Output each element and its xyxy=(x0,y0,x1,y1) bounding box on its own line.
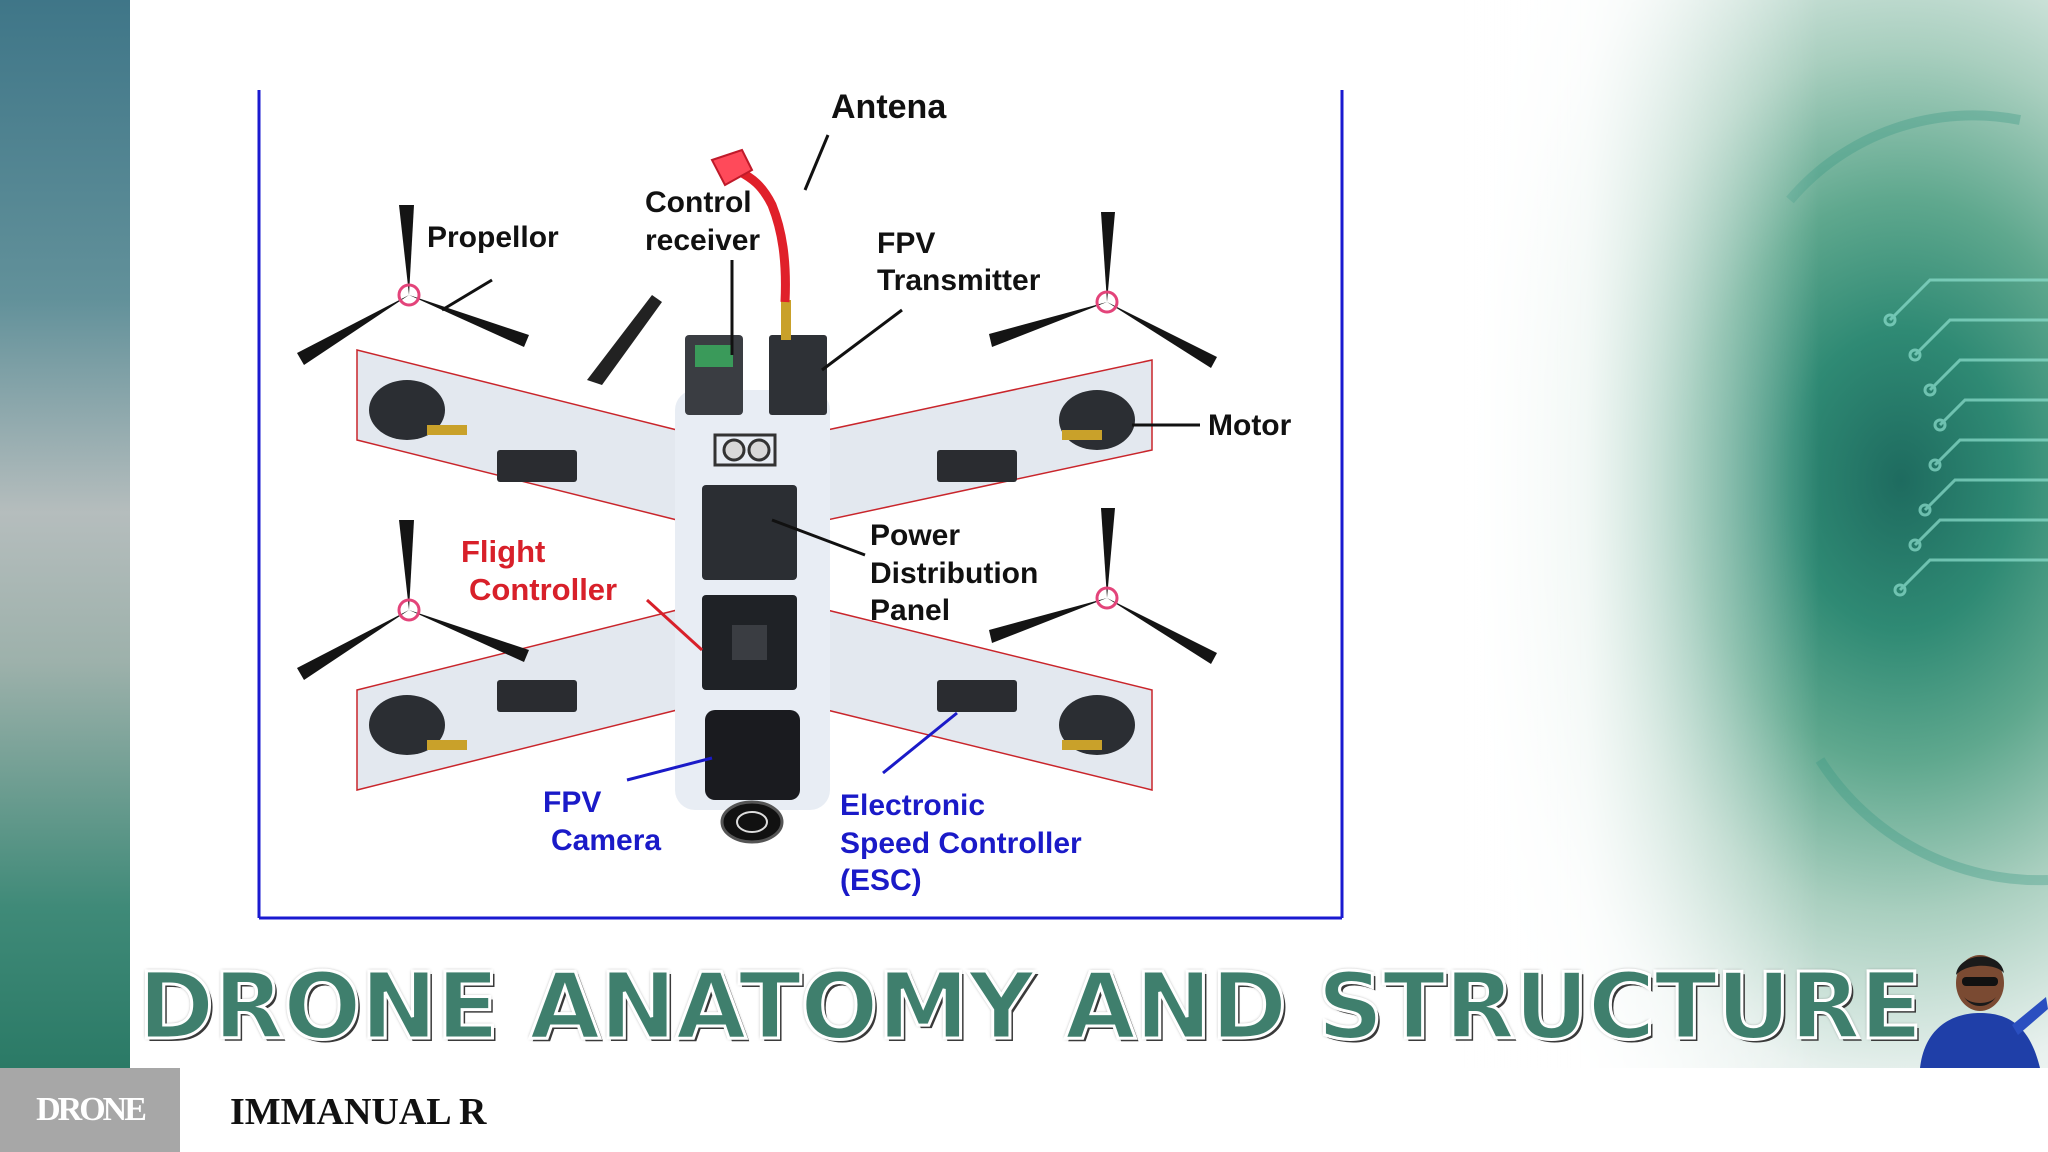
presenter-photo xyxy=(1920,955,2048,1068)
label-esc-2: Speed Controller xyxy=(840,827,1082,860)
author-name: IMMANUAL R xyxy=(230,1091,487,1133)
label-fpv-transmitter-2: Transmitter xyxy=(877,264,1041,297)
power-distribution-panel-icon xyxy=(702,433,797,580)
label-fpv-transmitter-1: FPV xyxy=(877,227,935,260)
label-pdp-3: Panel xyxy=(870,594,950,627)
right-background-fade xyxy=(1460,0,1820,1068)
slide-title: DRONE ANATOMY AND STRUCTURE xyxy=(137,952,1925,1062)
fpv-transmitter-icon xyxy=(769,300,827,415)
label-control-receiver-1: Control xyxy=(645,186,752,219)
diagram-labels: Antena Control receiver Propellor FPV Tr… xyxy=(427,90,1292,897)
motor-icons xyxy=(369,380,1135,755)
label-antenna: Antena xyxy=(831,90,947,126)
control-receiver-icon xyxy=(587,295,743,415)
label-pdp-2: Distribution xyxy=(870,557,1038,590)
label-flight-controller-1: Flight xyxy=(461,534,545,569)
label-pdp-1: Power xyxy=(870,519,960,552)
propeller-icons xyxy=(297,205,1217,680)
diagram-frame xyxy=(257,90,1344,920)
drone-anatomy-diagram: Antena Control receiver Propellor FPV Tr… xyxy=(257,90,1344,920)
label-fpv-camera-1: FPV xyxy=(543,786,601,819)
esc-icons xyxy=(497,450,1017,712)
label-esc-3: (ESC) xyxy=(840,864,922,897)
antenna-icon xyxy=(710,148,790,303)
footer-logo: DRONE xyxy=(0,1068,180,1152)
label-control-receiver-2: receiver xyxy=(645,224,760,257)
flight-controller-icon xyxy=(702,595,797,690)
label-motor: Motor xyxy=(1208,409,1292,442)
leader-lines xyxy=(441,134,1200,782)
label-esc-1: Electronic xyxy=(840,789,985,822)
logo-text: DRONE xyxy=(36,1091,147,1128)
left-decor-stripe xyxy=(0,0,130,1068)
label-flight-controller-2: Controller xyxy=(469,572,617,607)
label-fpv-camera-2: Camera xyxy=(551,824,661,857)
fpv-camera-icon xyxy=(705,710,800,844)
label-propeller: Propellor xyxy=(427,221,559,254)
